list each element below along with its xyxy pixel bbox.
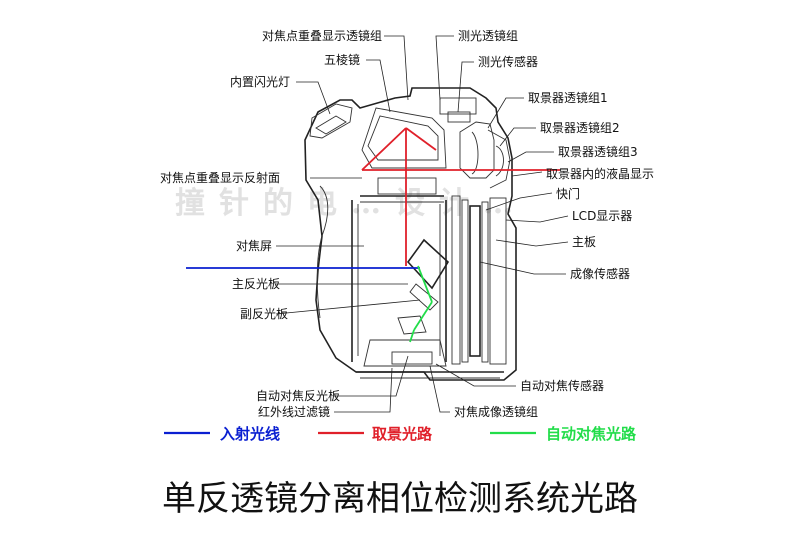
label-lcd-display: LCD显示器 [572, 209, 632, 223]
label-viewfinder-lcd: 取景器内的液晶显示 [546, 166, 654, 181]
legend-viewfinder-label: 取景光路 [372, 425, 433, 443]
viewfinder-light-path [361, 127, 560, 266]
label-main-board: 主板 [572, 235, 596, 249]
camera-body-outline [304, 87, 517, 381]
label-image-sensor: 成像传感器 [570, 266, 630, 281]
callout-labels: 对焦点重叠显示透镜组 五棱镜 内置闪光灯 测光透镜组 测光传感器 取景器透镜组1… [160, 28, 654, 419]
label-metering-lens-group: 测光透镜组 [458, 28, 518, 43]
label-ir-filter: 红外线过滤镜 [258, 404, 330, 419]
legend: 入射光线 取景光路 自动对焦光路 [164, 425, 637, 443]
label-focus-overlay-lens-group: 对焦点重叠显示透镜组 [262, 28, 382, 43]
label-pentaprism: 五棱镜 [324, 52, 360, 67]
label-viewfinder-lens-1: 取景器透镜组1 [528, 90, 608, 105]
legend-autofocus-label: 自动对焦光路 [546, 425, 637, 443]
label-metering-sensor: 测光传感器 [478, 54, 538, 69]
label-viewfinder-lens-2: 取景器透镜组2 [540, 120, 620, 135]
watermark: 撞针的电…设计… [175, 186, 527, 221]
diagram-title: 单反透镜分离相位检测系统光路 [162, 479, 638, 519]
label-af-sensor: 自动对焦传感器 [520, 378, 604, 393]
label-main-mirror: 主反光板 [232, 277, 280, 291]
label-shutter: 快门 [556, 186, 580, 201]
legend-incident-label: 入射光线 [220, 425, 280, 443]
label-sub-mirror: 副反光板 [240, 307, 288, 321]
label-af-reflector: 自动对焦反光板 [256, 389, 340, 403]
label-viewfinder-lens-3: 取景器透镜组3 [558, 144, 638, 159]
autofocus-light-path [409, 265, 433, 343]
label-focus-overlay-reflector: 对焦点重叠显示反射面 [160, 170, 280, 185]
label-focusing-screen: 对焦屏 [236, 239, 272, 253]
label-built-in-flash: 内置闪光灯 [230, 75, 290, 89]
leader-lines [275, 35, 569, 413]
label-af-imaging-lens: 对焦成像透镜组 [454, 404, 538, 419]
